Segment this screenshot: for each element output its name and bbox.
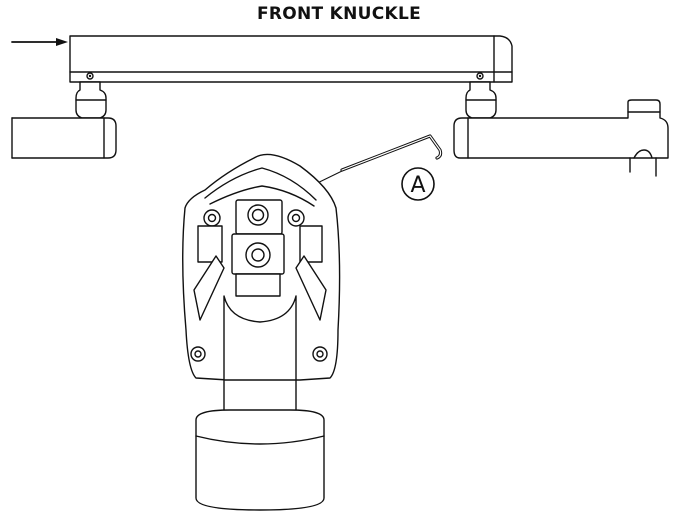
callout-label: A	[410, 173, 425, 198]
front-knuckle-bar	[69, 35, 513, 83]
direction-arrow	[11, 38, 68, 46]
diagram-title: FRONT KNUCKLE	[256, 4, 422, 24]
knuckle-body	[182, 153, 341, 511]
left-post	[75, 81, 107, 119]
left-arm	[11, 117, 117, 159]
callout-a	[401, 167, 435, 201]
right-arm	[453, 99, 669, 177]
right-post	[465, 81, 497, 119]
